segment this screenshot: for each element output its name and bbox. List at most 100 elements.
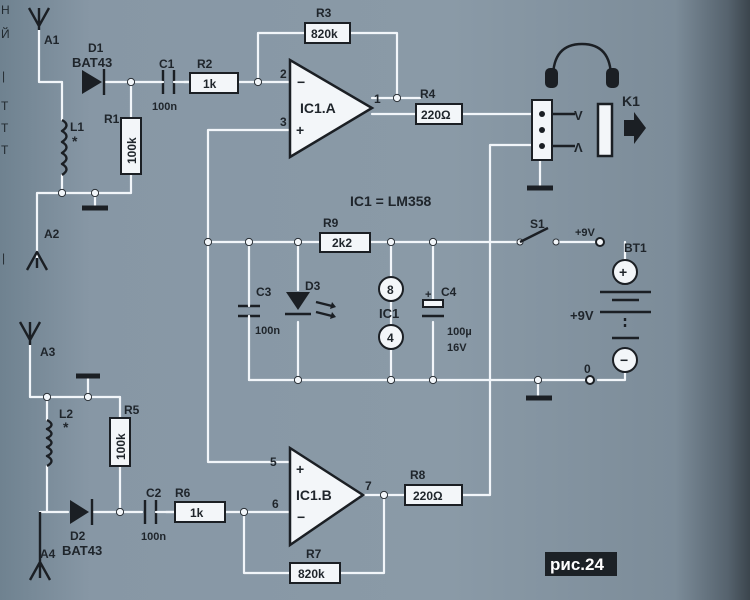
junction-dot [42, 392, 52, 402]
antenna-label: A3 [40, 345, 56, 359]
junction-dot [203, 237, 213, 247]
ic-pin: 4 [387, 331, 394, 345]
resistor-value: 820k [298, 567, 325, 581]
headphones-icon [545, 42, 619, 88]
junction-dot [428, 375, 438, 385]
jack-contact: Λ [574, 140, 583, 155]
capacitor-c3: C3 100n [238, 285, 280, 337]
junction-dot [386, 375, 396, 385]
opamp-sign-noninv: + [296, 461, 304, 477]
resistor-ref: R2 [197, 57, 213, 71]
antenna-label: A1 [44, 33, 60, 47]
opamp-sign-noninv: + [296, 122, 304, 138]
inductor-ref: L1 [70, 120, 84, 134]
opamp-ic1a: − + IC1.A 2 3 1 [280, 57, 381, 160]
capacitor-c4: + C4 100µ 16V [422, 285, 472, 354]
diode-d1: D1 BAT43 [72, 41, 112, 95]
junction-dot [244, 237, 254, 247]
battery-plus-sign: + [619, 264, 627, 280]
capacitor-value: 100µ [447, 326, 472, 338]
margin-glyph: Т [1, 121, 9, 135]
resistor-r2: 1k R2 [189, 57, 239, 94]
opamp-pin: 5 [270, 455, 277, 469]
junction-dot [239, 507, 249, 517]
figure-number-badge: рис.24 [545, 552, 617, 576]
junction-dot [379, 490, 389, 500]
resistor-ref: R8 [410, 468, 426, 482]
ic-pin: 8 [387, 283, 394, 297]
capacitor-ref: C3 [256, 285, 272, 299]
ic-name: IC1 [379, 306, 399, 321]
resistor-value: 100k [125, 137, 139, 164]
antenna-a3: A3 [18, 321, 56, 359]
opamp-pin: 3 [280, 115, 287, 129]
resistor-r8: 220Ω R8 [404, 468, 463, 506]
diode-d2: D2 BAT43 [62, 499, 102, 558]
left-margin-glyphs: Н Й | Т Т Т | [1, 3, 10, 265]
capacitor-value: 100n [255, 325, 280, 337]
capacitor-c1: C1 100n [152, 57, 192, 113]
capacitor-voltage: 16V [447, 342, 467, 354]
resistor-value: 820k [311, 27, 338, 41]
capacitor-value: 100n [152, 101, 177, 113]
resistor-ref: R6 [175, 486, 191, 500]
resistor-value: 2k2 [332, 236, 352, 250]
margin-glyph: Т [1, 143, 9, 157]
antenna-label: A4 [40, 547, 56, 561]
resistor-r5: 100k R5 [109, 403, 140, 467]
junctions [42, 77, 543, 517]
opamp-name: IC1.B [296, 487, 332, 503]
jack-contact: V [574, 108, 583, 123]
resistor-r3: 820k R3 [304, 6, 351, 44]
diode-part: BAT43 [72, 55, 112, 70]
margin-glyph: Н [1, 3, 10, 17]
resistor-r7: 820k R7 [289, 547, 341, 584]
resistor-r1: 100k R1 [104, 112, 142, 175]
inductor-ref: L2 [59, 407, 73, 421]
diode-ref: D2 [70, 529, 86, 543]
antenna-a4: A4 [28, 512, 56, 581]
resistor-r4: 220Ω R4 [415, 87, 463, 125]
junction-dot [386, 237, 396, 247]
antenna-label: A2 [44, 227, 60, 241]
inductor-l1: L1 * [60, 118, 84, 176]
battery-minus-sign: − [620, 352, 628, 368]
junction-dot [83, 392, 93, 402]
ic1-power-pins: 8 IC1 4 [378, 276, 404, 350]
junction-dot [428, 237, 438, 247]
opamp-sign-inv: − [297, 74, 305, 90]
capacitor-c2: C2 100n [141, 486, 177, 543]
resistor-ref: R9 [323, 216, 339, 230]
capacitor-polarity: + [425, 289, 431, 301]
resistor-ref: R7 [306, 547, 322, 561]
junction-dot [253, 77, 263, 87]
resistor-ref: R1 [104, 112, 120, 126]
resistor-r6: 1k R6 [174, 486, 226, 523]
resistor-ref: R4 [420, 87, 436, 101]
switch-s1: S1 +9V [516, 217, 605, 247]
junction-dot [533, 375, 543, 385]
opamp-name: IC1.A [300, 100, 336, 116]
junction-dot [115, 507, 125, 517]
junction-dot [293, 375, 303, 385]
junction-dot [392, 93, 402, 103]
led-d3: D3 [285, 279, 336, 319]
junction-dot [126, 77, 136, 87]
diode-part: BAT43 [62, 543, 102, 558]
resistor-value: 220Ω [421, 108, 451, 122]
capacitor-ref: C1 [159, 57, 175, 71]
opamp-pin: 6 [272, 497, 279, 511]
opamp-pin: 2 [280, 67, 287, 81]
antenna-a1: A1 [27, 7, 60, 47]
ic-note: IC1 = LM358 [350, 193, 432, 209]
opamp-pin: 1 [374, 92, 381, 106]
inductor-mark: * [72, 133, 78, 149]
resistor-value: 1k [190, 506, 204, 520]
resistor-value: 1k [203, 77, 217, 91]
battery-voltage: +9V [570, 308, 594, 323]
switch-terminal: +9V [575, 227, 596, 239]
battery-ref: BT1 [624, 241, 647, 255]
margin-glyph: Й [1, 26, 10, 41]
junction-dot [57, 188, 67, 198]
